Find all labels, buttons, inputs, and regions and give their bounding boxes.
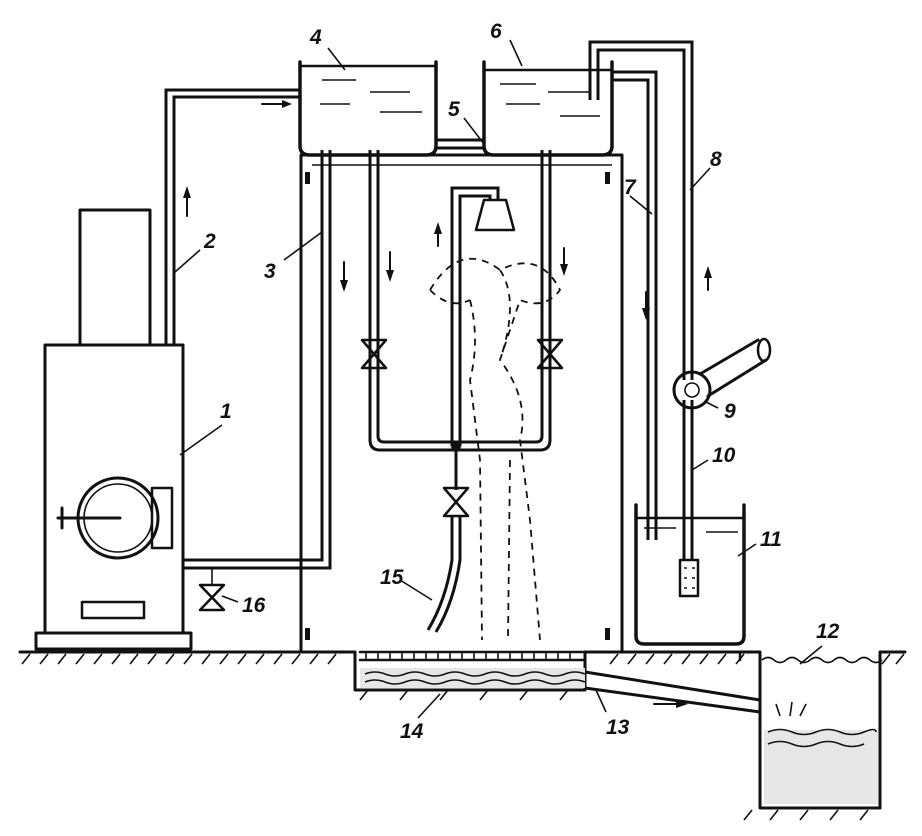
tank-cold — [482, 60, 614, 157]
boiler-return-pipe — [183, 150, 332, 612]
overflow-pipe — [612, 70, 658, 540]
tank-hot — [298, 60, 438, 157]
label-12: 12 — [816, 620, 840, 643]
label-6: 6 — [490, 20, 502, 43]
tank-connector — [436, 138, 484, 150]
label-16: 16 — [242, 594, 266, 617]
flow-arrows — [183, 100, 712, 708]
label-9: 9 — [724, 400, 736, 423]
label-3: 3 — [264, 260, 276, 283]
leader-lines — [174, 39, 823, 719]
person-silhouette — [429, 257, 562, 641]
shower-cabin — [299, 153, 624, 654]
boiler-supply-pipe — [164, 88, 300, 345]
label-13: 13 — [606, 716, 630, 739]
label-15: 15 — [380, 566, 404, 589]
mixing-pipes — [360, 150, 564, 633]
pump — [672, 337, 772, 410]
label-14: 14 — [400, 720, 424, 743]
label-8: 8 — [710, 148, 722, 171]
boiler — [34, 208, 193, 651]
label-1: 1 — [220, 400, 232, 423]
reservoir — [634, 503, 746, 646]
label-7: 7 — [624, 176, 637, 199]
floor-grate — [358, 650, 587, 688]
label-10: 10 — [712, 444, 736, 467]
drain-pipe — [584, 650, 761, 714]
label-5: 5 — [448, 98, 460, 121]
drain-pit — [761, 656, 883, 804]
label-11: 11 — [760, 528, 782, 551]
label-2: 2 — [203, 230, 216, 253]
pump-pipe — [588, 40, 700, 598]
ground — [18, 650, 907, 821]
label-4: 4 — [309, 26, 322, 49]
